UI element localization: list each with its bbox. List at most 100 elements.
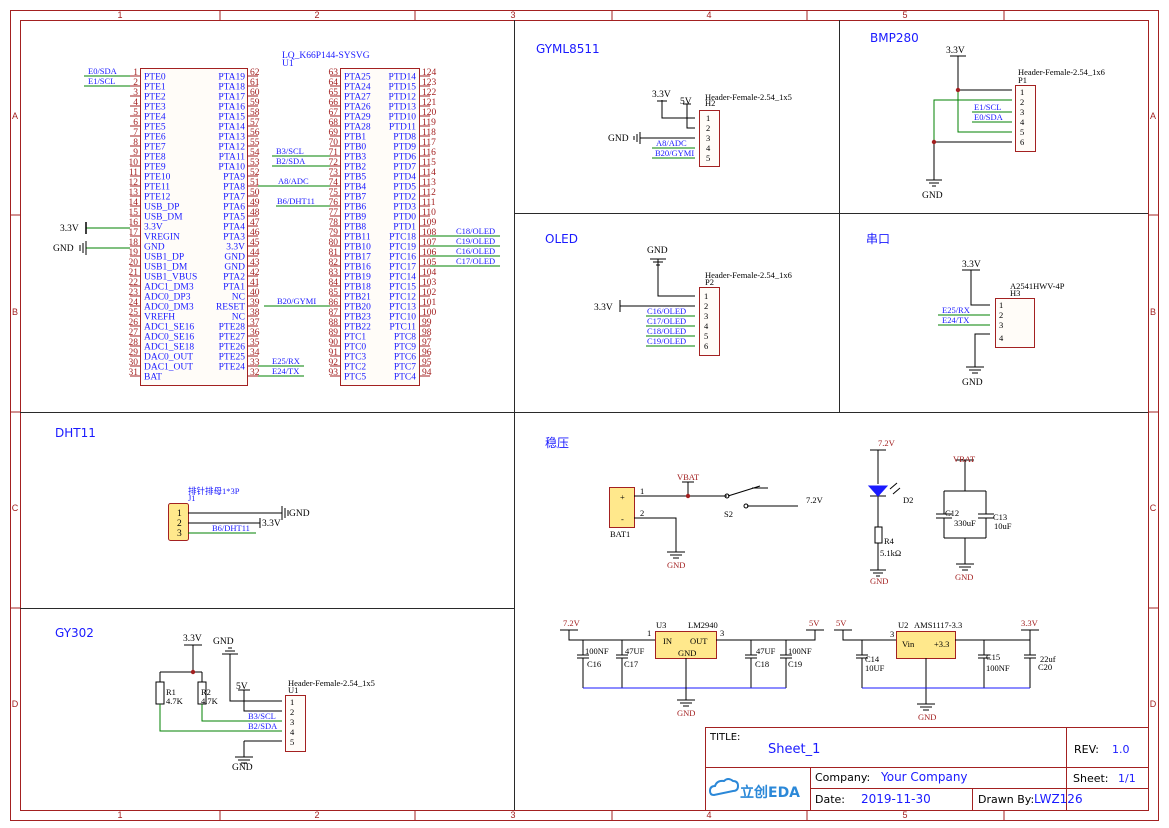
pin-num: 2 (999, 310, 1003, 320)
pin-number: 48 (250, 208, 260, 218)
pin-name: GND (224, 253, 245, 263)
section-title: 串口 (866, 232, 890, 246)
pin-number: 3 (133, 88, 138, 98)
pin-number: 76 (329, 198, 339, 208)
pin-name: NC (232, 293, 245, 303)
row-label: D (1150, 699, 1157, 709)
pin-name: PTA12 (218, 143, 245, 153)
pin-number: 32 (250, 368, 260, 378)
pin-num: 4 (706, 143, 711, 153)
date-value: 2019-11-30 (861, 792, 931, 806)
gnd-label: GND (53, 244, 74, 254)
regulator-part: AMS1117-3.3 (914, 620, 962, 630)
pin-number: 115 (422, 158, 436, 168)
pin-number: 40 (250, 288, 260, 298)
net-label: A8/ADC (656, 138, 687, 148)
pin-name: PTA29 (344, 113, 371, 123)
cap-value: 100NF (585, 646, 609, 656)
pin-num: 2 (1020, 97, 1024, 107)
pin-number: 123 (422, 78, 437, 88)
header-part: Header-Female-2.54_1x6 (1018, 67, 1105, 77)
pin-name: PTA27 (344, 93, 371, 103)
col-label: 1 (117, 10, 122, 20)
pin-num: 3 (890, 629, 894, 639)
pin-number: 114 (422, 168, 436, 178)
pin-number: 25 (129, 308, 139, 318)
power-label: 3.3V (60, 224, 79, 234)
pin-name: PTB11 (344, 233, 371, 243)
pin-name: 3.3V (144, 223, 163, 233)
power-label: 3.3V (594, 303, 613, 313)
net-label: E25/RX (272, 356, 300, 366)
pin-number: 8 (133, 138, 138, 148)
pin-number: 77 (329, 208, 339, 218)
gyml8511-section: GYML8511 Header-Female-2.54_1x5 H2 3.3V … (536, 42, 792, 167)
sheet-title: Sheet_1 (768, 742, 820, 757)
row-label: C (1150, 503, 1157, 513)
pin-name: USB_DP (144, 203, 179, 213)
cap-value: 330uF (954, 518, 976, 528)
pin-name: PTA16 (218, 103, 245, 113)
pin-name: PTB21 (344, 293, 371, 303)
bmp280-section: BMP280 Header-Female-2.54_1x6 P1 3.3V GN… (870, 31, 1105, 201)
pin-name: RESET (216, 303, 245, 313)
pin-name: PTB4 (344, 183, 366, 193)
pin-number: 120 (422, 108, 437, 118)
pin-num: 4 (704, 321, 709, 331)
header-ref: P2 (705, 277, 714, 287)
pin-name: NC (232, 313, 245, 323)
col-label: 3 (510, 10, 515, 20)
pin-number: 38 (250, 308, 260, 318)
pin-name: PTD5 (393, 183, 416, 193)
regulator-pin: Vin (902, 639, 915, 649)
pin-num: 3 (704, 311, 708, 321)
pin-name: PTC1 (344, 333, 366, 343)
battery-symbol (609, 487, 635, 528)
cap-ref: C15 (986, 652, 1000, 662)
pin-number: 29 (129, 348, 139, 358)
pin-name: PTB3 (344, 153, 366, 163)
pin-name: PTE24 (219, 363, 246, 373)
col-label: 5 (902, 810, 907, 820)
company-value: Your Company (880, 770, 968, 784)
pin-name: PTB5 (344, 173, 366, 183)
pin-name: PTD11 (389, 123, 416, 133)
pin-number: 87 (329, 308, 339, 318)
pin-number: 61 (250, 78, 260, 88)
net-label: B2/SDA (276, 156, 306, 166)
cap-value: 100NF (986, 663, 1010, 673)
pin-number: 92 (329, 358, 339, 368)
pin-num: 3 (290, 717, 294, 727)
pin-name: PTA7 (223, 193, 245, 203)
power-label: 5V (680, 97, 692, 107)
pin-name: GND (144, 243, 165, 253)
net-label: E1/SCL (88, 76, 115, 86)
pin-number: 13 (129, 188, 139, 198)
pin-name: PTA3 (223, 233, 245, 243)
pin-num: 3 (999, 320, 1003, 330)
pin-number: 79 (329, 228, 339, 238)
pin-number: 37 (250, 318, 260, 328)
col-label: 2 (314, 10, 319, 20)
pin-number: 94 (422, 368, 432, 378)
pin-num: 4 (999, 333, 1004, 343)
pin-name: PTB0 (344, 143, 366, 153)
pin-num: 1 (290, 697, 294, 707)
pin-name: PTC8 (394, 333, 416, 343)
pin-name: PTE0 (144, 73, 166, 83)
pin-num: 4 (1020, 117, 1025, 127)
header-ref: H2 (705, 98, 715, 108)
pin-name: USB1_DP (144, 253, 184, 263)
regulator-pin: +3.3 (934, 639, 949, 649)
pin-num: 1 (706, 113, 710, 123)
pin-number: 52 (250, 168, 260, 178)
pin-name: PTA11 (219, 153, 246, 163)
power-label: 5V (809, 618, 820, 628)
pin-number: 119 (422, 118, 436, 128)
net-label: B20/GYMI (277, 296, 316, 306)
gnd-label: GND (922, 191, 943, 201)
pin-number: 59 (250, 98, 260, 108)
pin-number: 110 (422, 208, 436, 218)
section-title: GYML8511 (536, 42, 600, 56)
